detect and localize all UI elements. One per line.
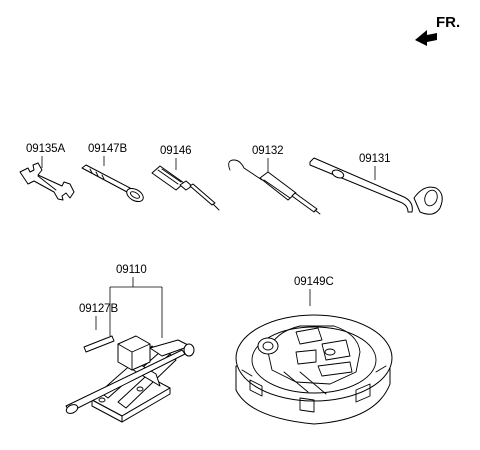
part-label-09135a: 09135A	[26, 143, 66, 155]
hook-handle-icon	[228, 159, 321, 215]
tool-tray-icon	[235, 314, 393, 425]
leader-lines	[41, 156, 376, 338]
front-direction-arrow-icon	[415, 30, 437, 46]
front-direction-label: FR.	[436, 14, 461, 31]
jack-handle-bar-icon	[83, 335, 115, 353]
wheel-wrench-icon	[309, 157, 443, 215]
part-label-09131: 09131	[359, 153, 391, 165]
part-label-09147b: 09147B	[88, 143, 128, 155]
part-label-09149c: 09149C	[294, 276, 334, 288]
scissor-jack-icon	[65, 335, 195, 423]
part-label-09146: 09146	[160, 145, 192, 157]
part-label-09132: 09132	[252, 145, 284, 157]
part-label-09127b: 09127B	[79, 303, 119, 315]
screwdriver-icon	[151, 165, 220, 211]
eye-bolt-icon	[81, 164, 144, 203]
spanner-icon	[19, 162, 75, 201]
part-label-09110: 09110	[116, 264, 147, 276]
